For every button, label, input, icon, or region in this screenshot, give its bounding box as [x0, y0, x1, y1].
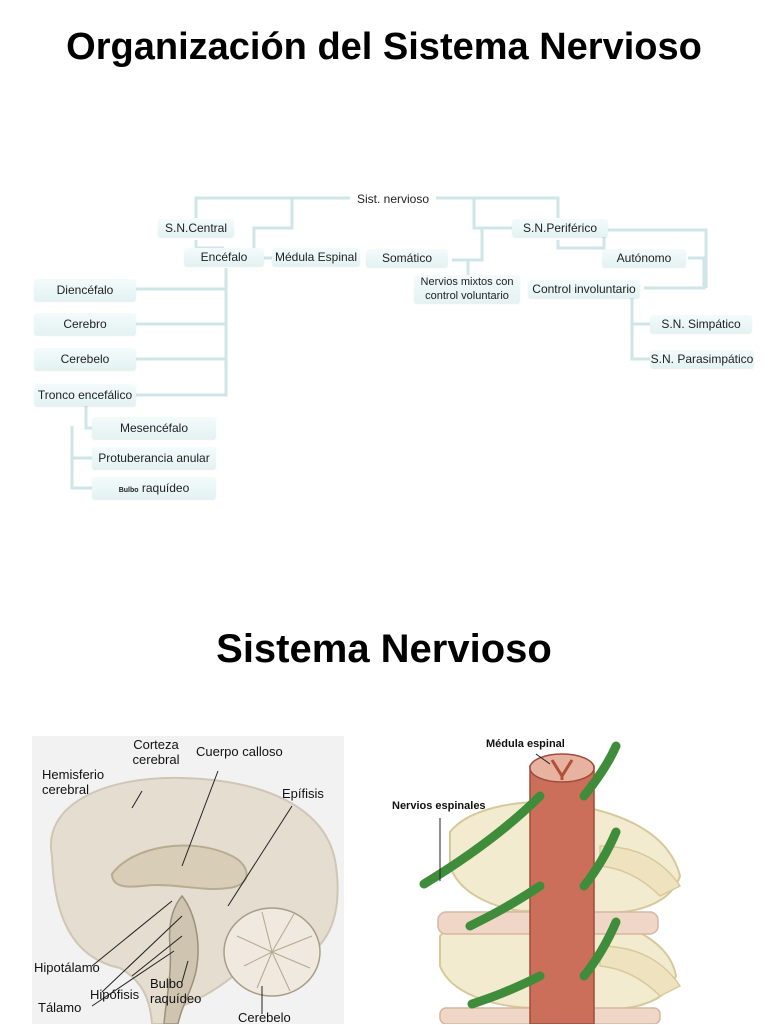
- cerebellum-folds: [236, 911, 313, 992]
- label-cerebelo: Cerebelo: [238, 1010, 291, 1025]
- label-nervios-espinales: Nervios espinales: [392, 800, 486, 812]
- connector-control-parasimpatico: [630, 288, 650, 361]
- spine-illustration: [419, 741, 682, 1024]
- node-tronco-encefalico: Tronco encefálico: [34, 384, 136, 406]
- connector-encefalo-tronco: [136, 268, 228, 397]
- node-control-involuntario: Control involuntario: [528, 280, 640, 298]
- connector-somatico-nervios: [466, 258, 482, 275]
- connector-root-central-2: [194, 196, 292, 218]
- connector-periferico-somatico: [452, 226, 512, 262]
- connector-central-encefalo: [194, 240, 224, 250]
- node-sist-nervioso: Sist. nervioso: [356, 192, 430, 206]
- connector-root-periferico-2: [474, 196, 560, 218]
- connector-central-medula: [252, 226, 274, 260]
- label-epifisis: Epífisis: [282, 786, 324, 801]
- node-encefalo: Encéfalo: [184, 248, 264, 266]
- label-hipofisis: Hipófisis: [90, 987, 140, 1002]
- label-cuerpo-calloso: Cuerpo calloso: [196, 744, 283, 759]
- label-talamo: Tálamo: [38, 1000, 82, 1015]
- tree-connectors: [70, 196, 708, 490]
- spine-leader-lines: [439, 753, 551, 881]
- node-diencefalo: Diencéfalo: [34, 279, 136, 301]
- connector-autonomo-control: [644, 256, 706, 290]
- connector-root-periferico: [436, 196, 512, 230]
- node-somatico: Somático: [366, 249, 448, 267]
- corpus-callosum-shape: [110, 844, 248, 890]
- brainstem-shape: [163, 894, 199, 1024]
- connector-tronco-bulbo: [70, 426, 92, 490]
- slide-title-sistema-nervioso: Sistema Nervioso: [216, 627, 552, 671]
- node-medula-espinal: Médula Espinal: [272, 248, 360, 266]
- node-mesencefalo: Mesencéfalo: [92, 417, 216, 439]
- node-autonomo: Autónomo: [602, 249, 686, 267]
- connector-root-central: [258, 196, 350, 230]
- connector-tronco-mesencefalo: [84, 404, 92, 430]
- connector-periferico-autonomo: [556, 240, 606, 258]
- node-nervios-mixtos: Nervios mixtos con control voluntario: [414, 275, 520, 303]
- node-protuberancia: Protuberancia anular: [92, 447, 216, 469]
- label-bulbo-raquideo: Bulbo raquídeo: [150, 976, 202, 1006]
- label-hemisferio-cerebral: Hemisferio cerebral: [42, 767, 105, 797]
- connector-autonomo-box: [602, 228, 708, 288]
- bulbo-rest-label: raquídeo: [141, 481, 190, 495]
- brain-illustration: [32, 736, 344, 1024]
- connector-lines: [70, 196, 708, 490]
- label-corteza-cerebral: Corteza cerebral: [132, 737, 180, 767]
- node-sn-simpatico: S.N. Simpático: [650, 315, 752, 333]
- node-sn-parasimpatico: S.N. Parasimpático: [650, 350, 754, 368]
- label-medula-espinal: Médula espinal: [486, 738, 565, 750]
- label-hipotalamo: Hipotálamo: [34, 960, 100, 975]
- spinal-cord: [529, 753, 595, 1024]
- node-cerebelo: Cerebelo: [34, 348, 136, 370]
- node-sn-central: S.N.Central: [158, 219, 234, 237]
- node-bulbo-raquideo: Bulbo raquídeo: [92, 477, 216, 499]
- slide-title-organizacion: Organización del Sistema Nervioso: [66, 26, 702, 68]
- node-cerebro: Cerebro: [34, 313, 136, 335]
- node-sn-periferico: S.N.Periférico: [512, 219, 608, 237]
- brain-leader-lines: [91, 770, 293, 1014]
- bulbo-small-label: Bulbo: [118, 487, 139, 494]
